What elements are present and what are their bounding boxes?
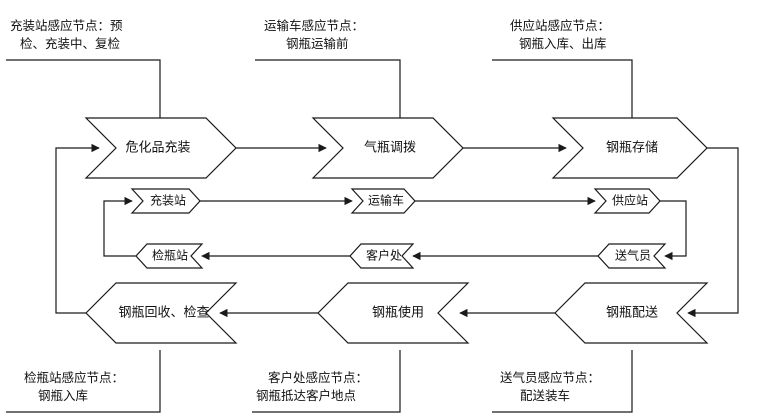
station-inspection: 检瓶站 [135,243,204,269]
station-customer: 客户处 [349,243,415,269]
note-supply-line2: 钢瓶入库、出库 [519,36,607,51]
note-truck-line1: 运输车感应节点： [264,18,364,33]
arrow-recycle-to-refill [55,143,100,314]
station-courier: 送气员 [597,243,667,269]
inspection-note-bracket [6,350,161,413]
process-recycle: 钢瓶回收、检查 [85,282,238,344]
station-filling-label: 充装站 [150,193,186,208]
station-courier-label: 送气员 [615,248,651,263]
process-refill-label: 危化品充装 [125,140,190,156]
process-storage: 钢瓶存储 [551,117,708,179]
process-use: 钢瓶使用 [317,282,470,344]
note-customer-line2: 钢瓶抵达客户地点 [256,388,356,403]
truck-note-bracket [255,59,401,118]
process-delivery: 钢瓶配送 [554,282,709,344]
note-inspection-line1: 检瓶站感应节点： [24,370,124,385]
station-truck: 运输车 [350,188,416,214]
note-customer-line1: 客户处感应节点： [268,370,368,385]
note-filling-line2: 检、充装中、复检 [20,36,121,51]
process-delivery-label: 钢瓶配送 [606,306,658,321]
customer-note-bracket [252,350,401,413]
station-truck-label: 运输车 [368,193,404,208]
note-inspection-line2: 钢瓶入库 [38,388,88,403]
filling-note-bracket [6,59,161,118]
process-dispatch-label: 气瓶调拨 [364,140,416,156]
arrow-inspection-to-filling [103,196,136,257]
supply-note-bracket [492,59,633,118]
note-truck-line2: 钢瓶运输前 [286,36,349,51]
note-filling-line1: 充装站感应节点：预 [10,18,123,33]
arrow-supply-to-courier [660,200,687,261]
process-use-label: 钢瓶使用 [372,305,424,321]
process-refill: 危化品充装 [84,117,237,179]
courier-note-bracket [492,350,633,413]
station-supply: 供应站 [593,188,661,214]
note-courier-line1: 送气员感应节点： [500,370,600,385]
station-supply-label: 供应站 [612,193,648,208]
arrow-storage-to-delivery [687,147,739,318]
station-customer-label: 客户处 [366,248,402,263]
station-filling: 充装站 [130,188,201,214]
station-inspection-label: 检瓶站 [152,248,188,263]
note-supply-line1: 供应站感应节点： [510,18,610,33]
process-dispatch: 气瓶调拨 [311,117,464,179]
process-recycle-label: 钢瓶回收、检查 [118,306,209,321]
process-storage-label: 钢瓶存储 [606,141,658,156]
note-courier-line2: 配送装车 [520,388,570,403]
